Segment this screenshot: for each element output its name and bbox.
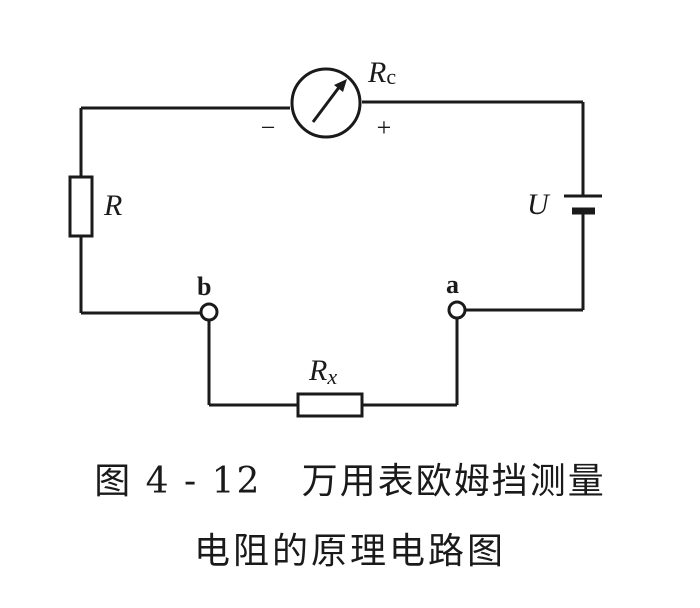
meter-plus-label: + (377, 113, 392, 142)
battery-label: U (527, 188, 551, 221)
meter-icon (290, 67, 362, 139)
meter-minus-label: − (261, 113, 276, 142)
resistor-r-label: R (103, 189, 122, 222)
caption-line-2: 电阻的原理电路图 (193, 531, 506, 572)
circuit-diagram: Rc − + R U b a Rx (68, 56, 602, 418)
terminal-a-label: a (446, 270, 459, 299)
caption-line-1: 图 4 - 12 万用表欧姆挡测量 (94, 461, 606, 502)
resistor-rx-label: Rx (308, 354, 337, 389)
terminal-b-icon (199, 302, 219, 322)
terminal-a-icon (447, 300, 467, 320)
battery-icon (564, 194, 602, 215)
resistor-r-icon (68, 175, 94, 238)
terminal-b-label: b (197, 272, 211, 301)
resistor-rx-icon (296, 392, 364, 418)
meter-label: Rc (367, 56, 396, 89)
